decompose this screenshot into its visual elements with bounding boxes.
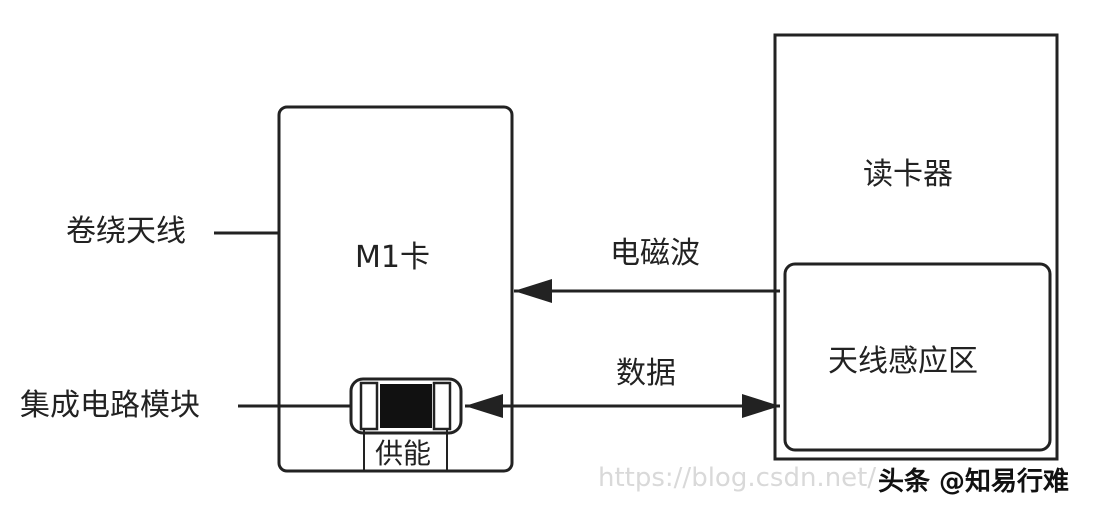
coil-antenna-label: 卷绕天线 xyxy=(66,214,186,249)
antenna-zone-label: 天线感应区 xyxy=(828,344,978,379)
m1-card-box xyxy=(277,105,514,473)
ic-chip-outline xyxy=(349,377,463,435)
ic-chip-inner-left xyxy=(359,381,379,431)
csdn-watermark: https://blog.csdn.net/ xyxy=(598,463,877,493)
data-arrowhead-right xyxy=(742,394,780,418)
m1-card-label: M1卡 xyxy=(355,240,430,275)
em-wave-arrowhead xyxy=(514,279,552,303)
ic-chip-body xyxy=(380,384,432,428)
ic-module-label: 集成电路模块 xyxy=(20,388,200,423)
data-label: 数据 xyxy=(616,356,676,391)
toutiao-watermark: 头条 @知易行难 xyxy=(878,467,1070,497)
ic-chip-inner-right xyxy=(432,381,452,431)
reader-label: 读卡器 xyxy=(863,157,953,192)
antenna-zone-box xyxy=(783,262,1052,452)
data-arrowhead-left xyxy=(465,394,503,418)
em-wave-label: 电磁波 xyxy=(610,236,700,271)
power-label: 供能 xyxy=(375,437,432,470)
reader-box xyxy=(773,33,1059,461)
